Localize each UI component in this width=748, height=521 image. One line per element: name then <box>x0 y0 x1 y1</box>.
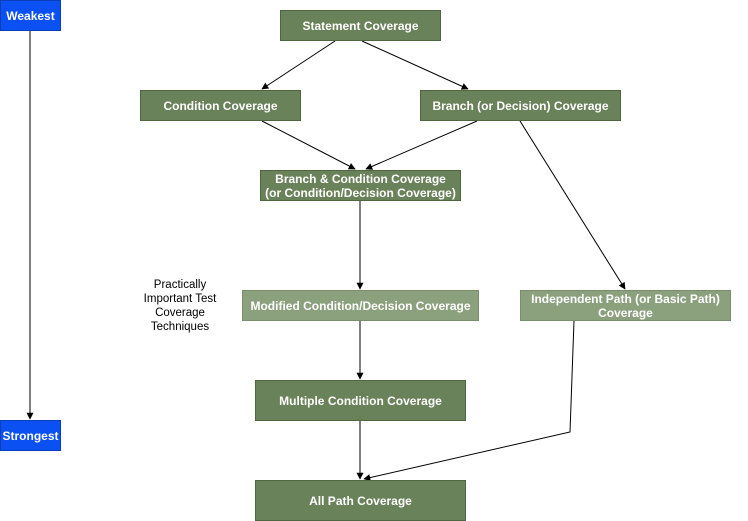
practical-techniques-note: Practically Important Test Coverage Tech… <box>130 278 230 334</box>
multiple-condition-node: Multiple Condition Coverage <box>255 380 466 421</box>
branch-coverage-node: Branch (or Decision) Coverage <box>420 90 621 121</box>
branch-coverage-label: Branch (or Decision) Coverage <box>432 98 609 113</box>
condition-coverage-node: Condition Coverage <box>140 90 301 121</box>
strongest-text: Strongest <box>2 428 59 443</box>
note-line1: Practically <box>153 279 207 291</box>
branch-condition-label-line2: (or Condition/Decision Coverage) <box>265 185 456 200</box>
strongest-label: Strongest <box>0 420 61 451</box>
arrow-statement-to-condition <box>261 40 336 90</box>
all-path-label: All Path Coverage <box>309 493 412 508</box>
note-line2: Important Test <box>143 293 217 305</box>
statement-coverage-label: Statement Coverage <box>302 18 419 33</box>
condition-coverage-label: Condition Coverage <box>163 98 278 113</box>
branch-condition-coverage-node: Branch & Condition Coverage (or Conditio… <box>260 170 461 201</box>
arrow-condition-to-branch-condition <box>261 120 356 170</box>
arrow-statement-to-branch <box>361 40 469 90</box>
multiple-condition-label: Multiple Condition Coverage <box>279 393 442 408</box>
arrow-branch-to-independent-path <box>519 120 626 290</box>
mcdc-label: Modified Condition/Decision Coverage <box>250 298 471 313</box>
note-line3: Coverage <box>155 307 205 319</box>
branch-condition-label-line1: Branch & Condition Coverage <box>275 171 446 186</box>
all-path-node: All Path Coverage <box>255 480 466 521</box>
arrow-independent-path-to-all-path <box>363 320 575 482</box>
independent-path-node: Independent Path (or Basic Path) Coverag… <box>520 290 731 321</box>
independent-path-label-line2: Coverage <box>598 305 653 320</box>
mcdc-node: Modified Condition/Decision Coverage <box>242 290 479 321</box>
note-line4: Techniques <box>150 321 210 333</box>
weakest-text: Weakest <box>6 8 55 23</box>
statement-coverage-node: Statement Coverage <box>280 10 441 41</box>
independent-path-label-line1: Independent Path (or Basic Path) <box>531 291 720 306</box>
arrow-branch-to-branch-condition <box>365 120 478 170</box>
weakest-label: Weakest <box>0 0 61 31</box>
